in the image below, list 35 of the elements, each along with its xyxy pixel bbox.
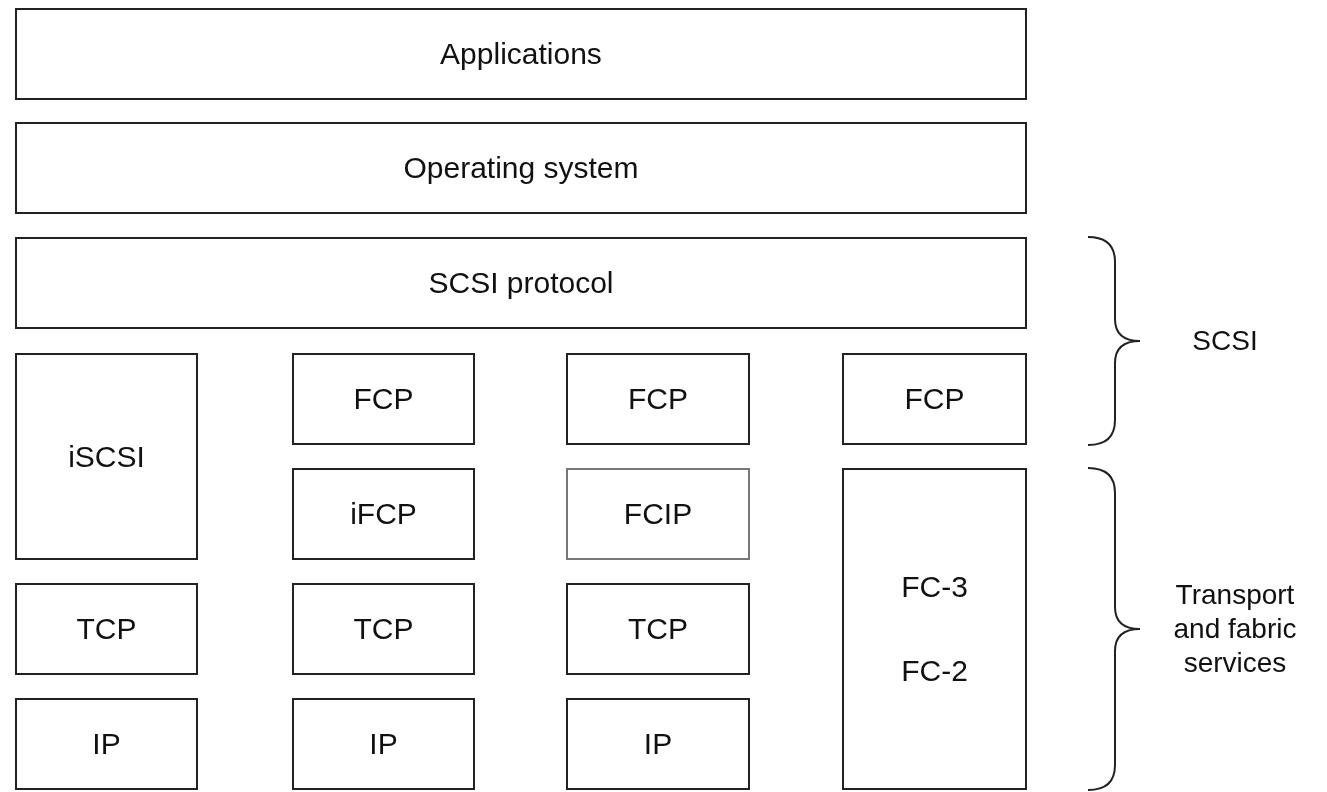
layer-name: Operating system (403, 151, 639, 185)
layer-name: TCP (353, 612, 414, 646)
layer-name: TCP (628, 612, 688, 646)
layer-box (292, 583, 475, 675)
layer-name: IP (369, 727, 398, 761)
layer-name: FCP (904, 382, 965, 416)
layer-name: SCSI protocol (428, 266, 614, 300)
layer-name: iSCSI (68, 439, 145, 474)
layer-name: FCIP (623, 497, 693, 531)
layer-box (15, 237, 1027, 329)
layer-box (15, 122, 1027, 214)
layer-name: FC-2 (901, 654, 968, 688)
brace-label: Transport and fabric services (1172, 578, 1298, 680)
layer-box (292, 698, 475, 790)
layer-name: FCP (628, 382, 688, 416)
layer-box (15, 698, 198, 790)
layer-name: Applications (440, 37, 602, 71)
layer-box (15, 8, 1027, 100)
layer-box (292, 353, 475, 445)
layer-box (15, 353, 198, 560)
layer-box (842, 468, 1027, 790)
layer-box (566, 583, 750, 675)
brace-label: SCSI (1191, 324, 1259, 358)
layer-name: iFCP (350, 497, 417, 531)
layer-box (566, 468, 750, 560)
layer-box (842, 353, 1027, 445)
layer-box (292, 468, 475, 560)
layer-name: FCP (353, 382, 414, 416)
layer-name: FC-3 (901, 570, 968, 604)
layer-name: IP (643, 727, 673, 761)
layer-box (15, 583, 198, 675)
layer-name: IP (92, 727, 121, 761)
layer-box (566, 353, 750, 445)
layer-name: TCP (76, 612, 137, 646)
layer-box (566, 698, 750, 790)
